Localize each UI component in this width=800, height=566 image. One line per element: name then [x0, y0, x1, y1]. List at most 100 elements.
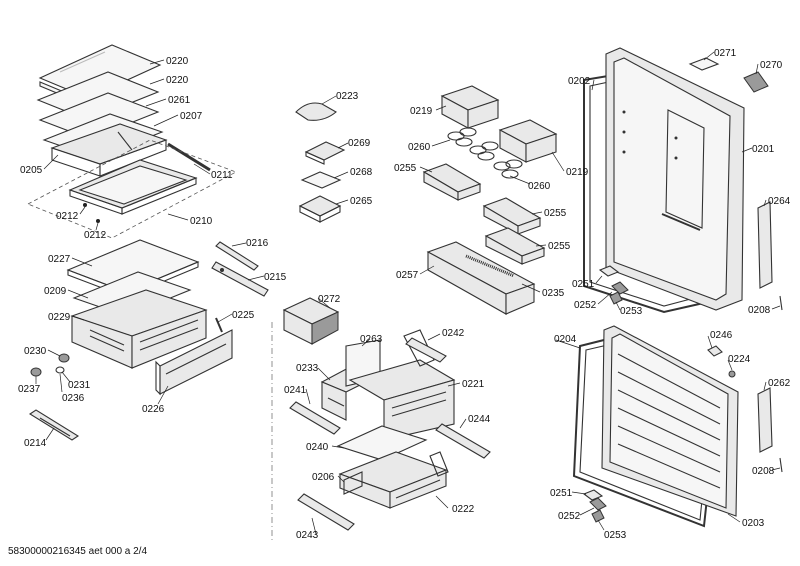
- display-0270[interactable]: [743, 71, 769, 93]
- screw-0253-bottom[interactable]: [591, 509, 605, 523]
- freezer-drawer-0263[interactable]: [345, 329, 456, 441]
- label-0214: 0214: [24, 438, 47, 449]
- label-0225: 0225: [232, 310, 255, 321]
- butter-box-0219-top[interactable]: [440, 85, 500, 129]
- label-0244: 0244: [468, 414, 491, 425]
- label-0260-top: 0260: [408, 142, 431, 153]
- label-0201: 0201: [752, 144, 775, 155]
- label-0252-top: 0252: [574, 300, 597, 311]
- label-plate-0271[interactable]: [688, 57, 720, 71]
- drawer-front-0226[interactable]: [155, 329, 233, 396]
- label-0212-b: 0212: [84, 230, 107, 241]
- label-0242: 0242: [442, 328, 465, 339]
- hinge-0251-top[interactable]: [598, 265, 620, 277]
- label-0219-top: 0219: [410, 106, 433, 117]
- rail-0241[interactable]: [289, 401, 341, 435]
- clip-0231[interactable]: [55, 366, 65, 374]
- egg-tray-0260-middle[interactable]: [469, 141, 499, 161]
- label-0251-top: 0251: [572, 279, 595, 290]
- hinge-cover-0223[interactable]: [295, 102, 337, 121]
- label-0246: 0246: [710, 330, 733, 341]
- crisper-drawer-0229[interactable]: [70, 289, 208, 369]
- egg-tray-0260-top[interactable]: [447, 127, 477, 147]
- door-bin-0255-middle[interactable]: [482, 197, 542, 235]
- tray-0265[interactable]: [298, 195, 342, 223]
- door-bin-0255-lower[interactable]: [484, 227, 546, 265]
- label-0212-a: 0212: [56, 211, 79, 222]
- label-0224: 0224: [728, 354, 751, 365]
- label-0208-bottom: 0208: [752, 466, 775, 477]
- tray-0206[interactable]: [343, 471, 363, 495]
- label-0226: 0226: [142, 404, 165, 415]
- label-0207: 0207: [180, 111, 203, 122]
- part-labels: 0220 0220 0261 0207 0205 0211 0212 0212 …: [18, 48, 791, 541]
- label-0264: 0264: [768, 196, 791, 207]
- label-0269: 0269: [348, 138, 371, 149]
- screw-0212-b[interactable]: [96, 219, 100, 223]
- label-0220-second: 0220: [166, 75, 189, 86]
- handle-0262[interactable]: [757, 387, 773, 453]
- label-0241: 0241: [284, 385, 307, 396]
- rail-0244[interactable]: [435, 423, 491, 459]
- freezer-basket-0222[interactable]: [338, 451, 449, 509]
- label-0206: 0206: [312, 472, 335, 483]
- rail-0215[interactable]: [211, 261, 269, 297]
- label-0209: 0209: [44, 286, 67, 297]
- butter-box-0219-bottom[interactable]: [498, 119, 558, 163]
- dashed-outline-0210: [27, 139, 237, 239]
- label-0231: 0231: [68, 380, 91, 391]
- label-0210: 0210: [190, 216, 213, 227]
- label-0220-top: 0220: [166, 56, 189, 67]
- label-0251-bottom: 0251: [550, 488, 573, 499]
- label-0208-top: 0208: [748, 305, 771, 316]
- fridge-door-0201[interactable]: [605, 47, 745, 311]
- cap-0224[interactable]: [728, 370, 736, 378]
- label-0255-top: 0255: [394, 163, 417, 174]
- crisper-frame-0205[interactable]: [50, 123, 168, 177]
- document-id-footer: 58300000216345 aet 000 a 2/4: [8, 546, 147, 557]
- fan-unit-0272[interactable]: [282, 297, 340, 345]
- hinge-0251-bottom[interactable]: [582, 489, 604, 501]
- label-0272: 0272: [318, 294, 341, 305]
- label-0252-bottom: 0252: [558, 511, 581, 522]
- label-0203: 0203: [742, 518, 765, 529]
- label-0216: 0216: [246, 238, 269, 249]
- egg-tray-0260-bottom[interactable]: [493, 159, 523, 179]
- roller-0230[interactable]: [58, 353, 70, 363]
- door-ribs: [617, 353, 721, 489]
- label-0211: 0211: [211, 170, 233, 181]
- label-0221: 0221: [462, 379, 485, 390]
- rail-0242[interactable]: [405, 337, 447, 363]
- label-0205: 0205: [20, 165, 43, 176]
- tray-0269[interactable]: [304, 141, 346, 165]
- drawer-frame-tray[interactable]: [68, 159, 198, 215]
- screw-0208-bottom[interactable]: [779, 457, 783, 473]
- rail-0214[interactable]: [28, 409, 80, 441]
- handle-0225[interactable]: [215, 317, 223, 333]
- rail-0216[interactable]: [215, 241, 259, 271]
- screw-0208-top[interactable]: [779, 295, 783, 311]
- bottle-rail-0235[interactable]: [465, 254, 515, 278]
- hinge-0252-top[interactable]: [611, 281, 629, 295]
- freezer-door-0203[interactable]: [601, 325, 739, 517]
- label-0222: 0222: [452, 504, 475, 515]
- door-bin-0255-top[interactable]: [422, 163, 482, 201]
- bottle-shelf-0257[interactable]: [426, 241, 536, 315]
- label-0263: 0263: [360, 334, 383, 345]
- insert-0268[interactable]: [300, 171, 342, 189]
- label-0227: 0227: [48, 254, 71, 265]
- rail-0243[interactable]: [297, 493, 355, 531]
- cap-0246[interactable]: [707, 345, 723, 357]
- label-0255-middle: 0255: [544, 208, 567, 219]
- handle-0264[interactable]: [757, 201, 773, 289]
- label-0265: 0265: [350, 196, 373, 207]
- screw-0253-top[interactable]: [609, 291, 623, 305]
- cover-0240[interactable]: [336, 425, 428, 461]
- screw-0212-a[interactable]: [83, 203, 87, 207]
- roller-0237[interactable]: [30, 367, 42, 377]
- leader-lines: [35, 51, 781, 535]
- label-0262: 0262: [768, 378, 791, 389]
- hinge-0252-bottom[interactable]: [589, 497, 607, 511]
- label-0253-top: 0253: [620, 306, 643, 317]
- rail-0211[interactable]: [167, 142, 211, 172]
